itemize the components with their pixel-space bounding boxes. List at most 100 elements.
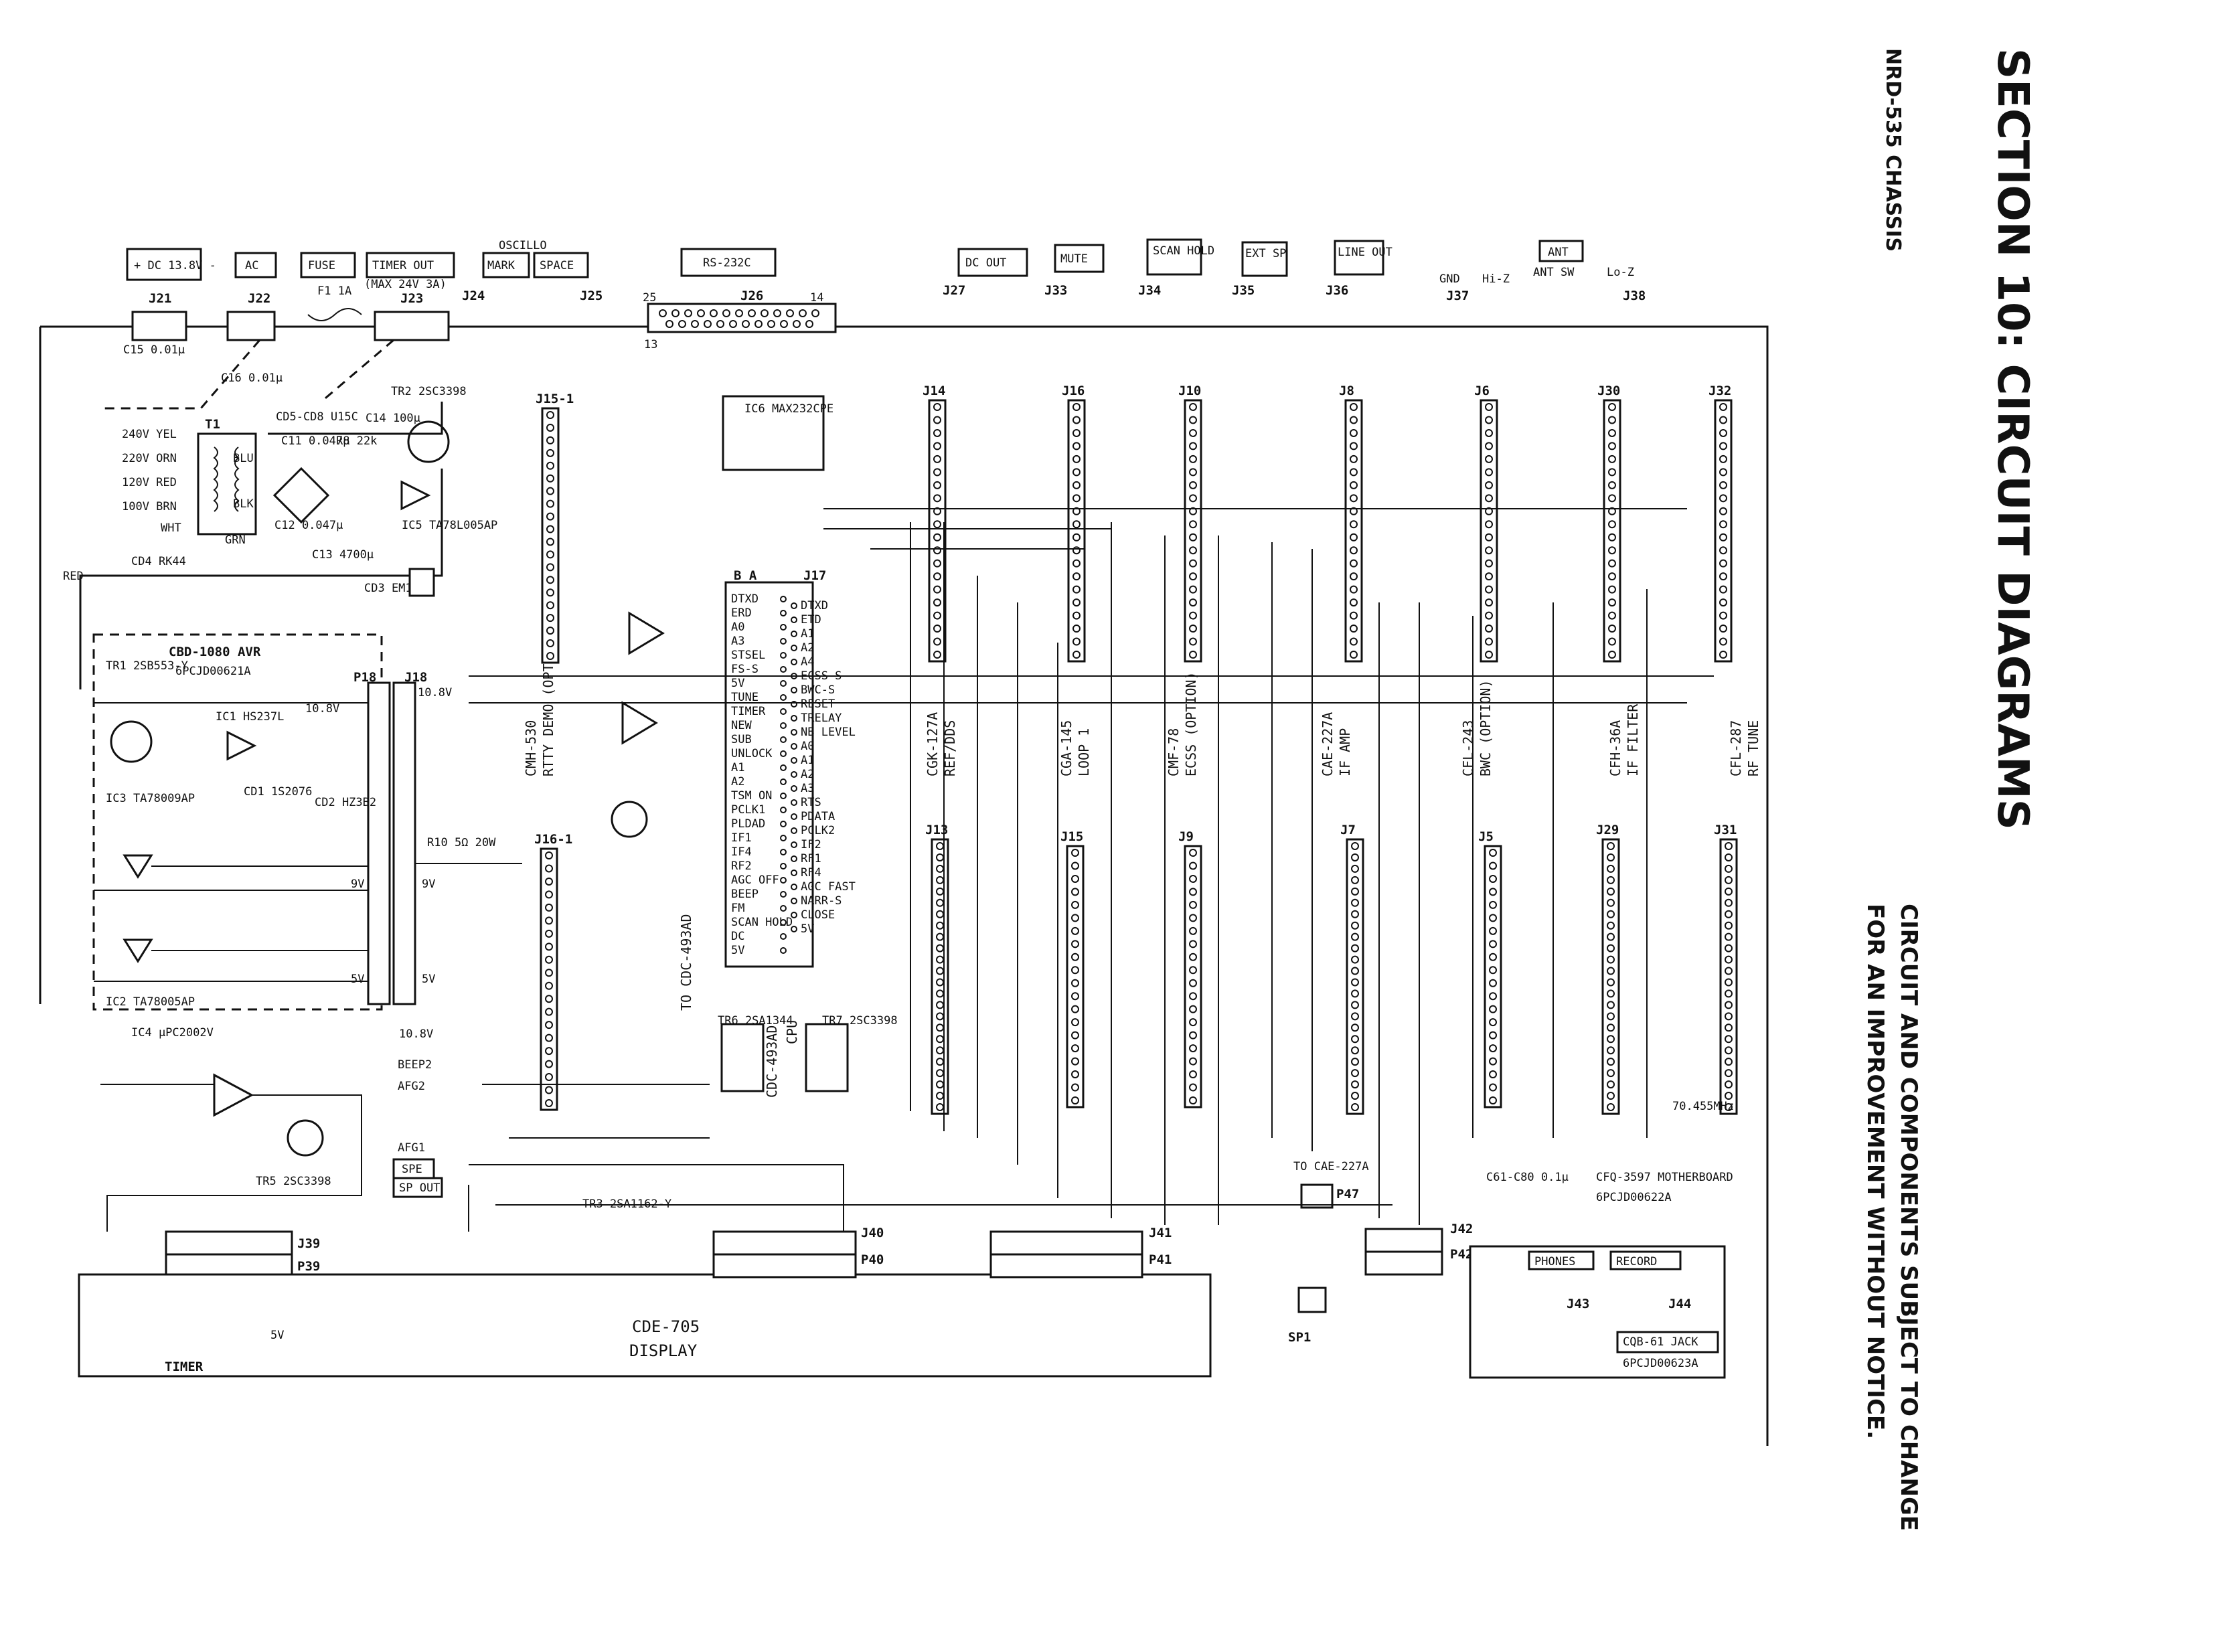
connector-j9: J9 — [1178, 829, 1202, 1108]
j17-signal-right: RF1 — [801, 852, 821, 865]
svg-text:C11 0.047μ: C11 0.047μ — [281, 434, 349, 448]
hi-z-label: Hi-Z — [1482, 272, 1510, 286]
svg-text:P18: P18 — [353, 670, 376, 685]
svg-text:C12 0.047μ: C12 0.047μ — [274, 519, 343, 532]
svg-text:P39: P39 — [297, 1259, 320, 1274]
svg-text:25: 25 — [643, 291, 656, 305]
svg-text:PHONES: PHONES — [1534, 1255, 1575, 1268]
svg-text:RECORD: RECORD — [1616, 1255, 1657, 1268]
j17-signal-left: FM — [731, 902, 744, 915]
j17-signal-right: RESET — [801, 697, 835, 711]
jack-j37: J37 — [1446, 288, 1469, 303]
svg-text:14: 14 — [810, 291, 823, 305]
jack-j34: J34 — [1138, 283, 1161, 298]
j17-signal-right: DTXD — [801, 599, 828, 612]
j17-signal-left: TSM ON — [731, 789, 772, 803]
svg-text:IC3 TA78009AP: IC3 TA78009AP — [106, 792, 195, 805]
top-jack-labels: + DC 13.8V - AC FUSE TIMER OUT (MAX 24V … — [126, 238, 1634, 291]
svg-text:9V: 9V — [351, 878, 364, 891]
svg-text:10.8V: 10.8V — [418, 686, 452, 699]
jack-j25: J25 — [580, 288, 603, 303]
j17-signal-left: A3 — [731, 635, 744, 648]
svg-text:5V: 5V — [422, 973, 435, 986]
svg-text:J44: J44 — [1668, 1297, 1691, 1311]
connector-j15: J15 — [1060, 829, 1085, 1108]
module-sub: ECSS (OPTION) — [1183, 671, 1199, 776]
connector-j8: J8 — [1339, 384, 1363, 663]
svg-text:TR5 2SC3398: TR5 2SC3398 — [256, 1175, 331, 1188]
svg-text:C15 0.01μ: C15 0.01μ — [123, 343, 185, 357]
j17-signal-left: A2 — [731, 775, 744, 789]
svg-text:CQB-61 JACK: CQB-61 JACK — [1623, 1335, 1698, 1349]
svg-text:CD2 HZ3B2: CD2 HZ3B2 — [315, 796, 376, 809]
display-connector: J39 P39 CDE-705 DISPLAY TIMER 5V — [78, 1230, 1212, 1378]
dc-out-label: DC OUT — [965, 256, 1006, 270]
j17-signal-left: SCAN HOLD — [731, 916, 793, 929]
svg-text:RED: RED — [63, 570, 84, 583]
svg-text:J41: J41 — [1149, 1226, 1172, 1240]
svg-text:TO CAE-227A: TO CAE-227A — [1293, 1160, 1369, 1173]
module-sub: BWC (OPTION) — [1478, 680, 1494, 777]
j17-signal-left: IF1 — [731, 831, 752, 845]
mute-label: MUTE — [1060, 252, 1088, 266]
jack-j21: J21 — [149, 291, 171, 306]
svg-text:BEEP2: BEEP2 — [398, 1058, 432, 1072]
j17-signal-left: IF4 — [731, 845, 752, 859]
svg-text:70.455MHz: 70.455MHz — [1672, 1100, 1734, 1113]
svg-text:C13 4700μ: C13 4700μ — [312, 548, 374, 562]
svg-text:C16 0.01μ: C16 0.01μ — [221, 371, 283, 385]
j17-signal-left: BEEP — [731, 888, 759, 901]
module-id: CGK-127A — [925, 712, 941, 776]
jack-j27: J27 — [943, 283, 965, 298]
module-id: CMF-78 — [1166, 728, 1182, 776]
timer-rating-label: (MAX 24V 3A) — [364, 278, 447, 291]
svg-text:C61-C80 0.1μ: C61-C80 0.1μ — [1486, 1171, 1569, 1184]
svg-text:NRD-535 CHASSIS: NRD-535 CHASSIS — [1881, 48, 1905, 252]
connector-label: J16 — [1062, 384, 1085, 398]
svg-text:P41: P41 — [1149, 1252, 1172, 1267]
connector-label: J30 — [1597, 384, 1620, 398]
interconnect-wiring — [415, 508, 1714, 1232]
svg-text:TIMER: TIMER — [165, 1359, 204, 1374]
svg-text:TO CDC-493AD: TO CDC-493AD — [678, 914, 694, 1011]
connector-label: J9 — [1178, 829, 1194, 844]
j17-signal-left: SUB — [731, 733, 752, 746]
j17-signal-right: A3 — [801, 782, 814, 795]
svg-text:J42: J42 — [1450, 1222, 1473, 1236]
svg-text:CD5-CD8 U15C: CD5-CD8 U15C — [276, 410, 358, 424]
display-sub: DISPLAY — [629, 1341, 698, 1360]
connector-label: J8 — [1339, 384, 1354, 398]
fuse-label: FUSE — [308, 259, 335, 272]
svg-text:R10 5Ω 20W: R10 5Ω 20W — [427, 836, 496, 849]
audio-amp-section: IC4 μPC2002V TR5 2SC3398 BEEP2 AFG2 AFG1… — [100, 1026, 443, 1232]
connector-label: J32 — [1708, 384, 1731, 398]
bottom-connectors: J40 P40 J41 P41 J42 P42 P47 TO CAE-227A … — [712, 1100, 1734, 1379]
svg-text:SPE: SPE — [402, 1163, 422, 1176]
timer-out-label: TIMER OUT — [372, 259, 434, 272]
j17-signal-left: ERD — [731, 606, 752, 620]
svg-text:220V ORN: 220V ORN — [122, 452, 177, 465]
svg-text:13: 13 — [644, 338, 657, 351]
module-id: CFL-243 — [1460, 720, 1476, 776]
svg-text:IC2 TA78005AP: IC2 TA78005AP — [106, 995, 195, 1009]
line-out-label: LINE OUT — [1338, 246, 1392, 259]
jack-j36: J36 — [1326, 283, 1348, 298]
svg-text:IC5 TA78L005AP: IC5 TA78L005AP — [402, 519, 497, 532]
j17-signal-left: NEW — [731, 719, 752, 732]
svg-text:B A: B A — [734, 568, 757, 583]
j17-signal-right: 5V — [801, 922, 814, 936]
j17-signal-left: DTXD — [731, 592, 759, 606]
connector-label: J7 — [1340, 823, 1356, 837]
j17-signal-left: 5V — [731, 677, 744, 690]
oscillo-label: OSCILLO — [499, 239, 547, 252]
ant-sw-label: ANT SW — [1533, 266, 1575, 279]
connector-j16: J16 — [1062, 384, 1086, 663]
connector-label: J29 — [1596, 823, 1619, 837]
connector-label: J5 — [1478, 829, 1494, 844]
svg-text:CD3 EM1Z: CD3 EM1Z — [364, 582, 419, 595]
j17-signal-left: A0 — [731, 621, 744, 634]
